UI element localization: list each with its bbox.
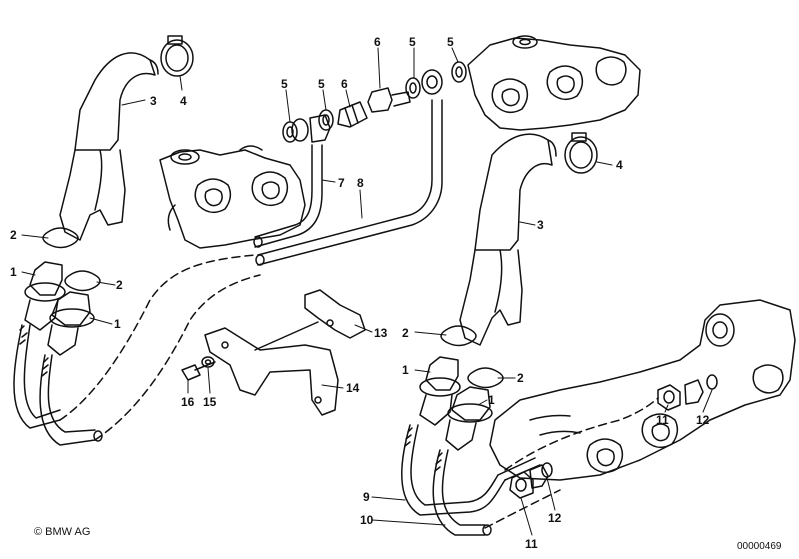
bracket-assembly (181, 289, 366, 416)
callout-12b: 12 (548, 511, 562, 525)
check-valves-left (24, 261, 95, 356)
callout-7: 7 (338, 176, 345, 190)
callout-4b: 4 (616, 158, 623, 172)
manifold-left (159, 145, 306, 249)
callout-2b: 2 (116, 278, 123, 292)
callout-1a: 1 (10, 265, 17, 279)
callout-2d: 2 (517, 371, 524, 385)
callout-14: 14 (346, 381, 360, 395)
callout-11b: 11 (525, 537, 538, 551)
callout-6a: 6 (341, 77, 348, 91)
routing-line-right (504, 397, 659, 471)
callout-8: 8 (357, 176, 364, 190)
callout-5d: 5 (447, 35, 454, 49)
copyright-notice: © BMW AG (34, 526, 91, 538)
manifold-bottom-right (489, 299, 796, 481)
callout-1c: 1 (402, 363, 409, 377)
callout-13: 13 (374, 326, 388, 340)
small-clamps-right (440, 325, 504, 389)
callout-11a: 11 (656, 413, 669, 427)
routing-line-right-2 (484, 489, 561, 529)
hose-clamp-left (160, 35, 194, 77)
check-valves-right (419, 356, 493, 451)
callout-15: 15 (203, 395, 217, 409)
manifold-top-right (467, 35, 641, 131)
pipes-middle (253, 99, 443, 266)
callout-16: 16 (181, 395, 195, 409)
callout-5a: 5 (281, 77, 288, 91)
callout-12a: 12 (696, 413, 710, 427)
callout-labels: 3 4 2 1 2 1 5 5 6 6 5 5 7 8 4 3 13 2 1 2… (10, 35, 710, 551)
small-clamps-left (42, 227, 101, 292)
hose-clamp-right (564, 132, 598, 174)
callout-5c: 5 (409, 35, 416, 49)
fittings-top (282, 61, 467, 143)
callout-3a: 3 (150, 94, 157, 108)
fittings-right (509, 374, 718, 499)
callout-2c: 2 (402, 326, 409, 340)
callout-3b: 3 (537, 218, 544, 232)
callout-4a: 4 (180, 94, 187, 108)
callout-6b: 6 (374, 35, 381, 49)
callout-1b: 1 (114, 317, 121, 331)
leader-lines (21, 47, 713, 536)
callout-2a: 2 (10, 228, 17, 242)
routing-line-left-2 (94, 274, 261, 441)
callout-9: 9 (363, 490, 370, 504)
routing-line-left (59, 254, 256, 421)
callout-1d: 1 (488, 393, 495, 407)
pipes-left (13, 324, 103, 446)
air-hose-left (59, 52, 159, 241)
callout-10: 10 (360, 513, 374, 527)
callout-5b: 5 (318, 77, 325, 91)
document-number: 00000469 (737, 541, 782, 552)
air-hose-right (459, 133, 557, 346)
